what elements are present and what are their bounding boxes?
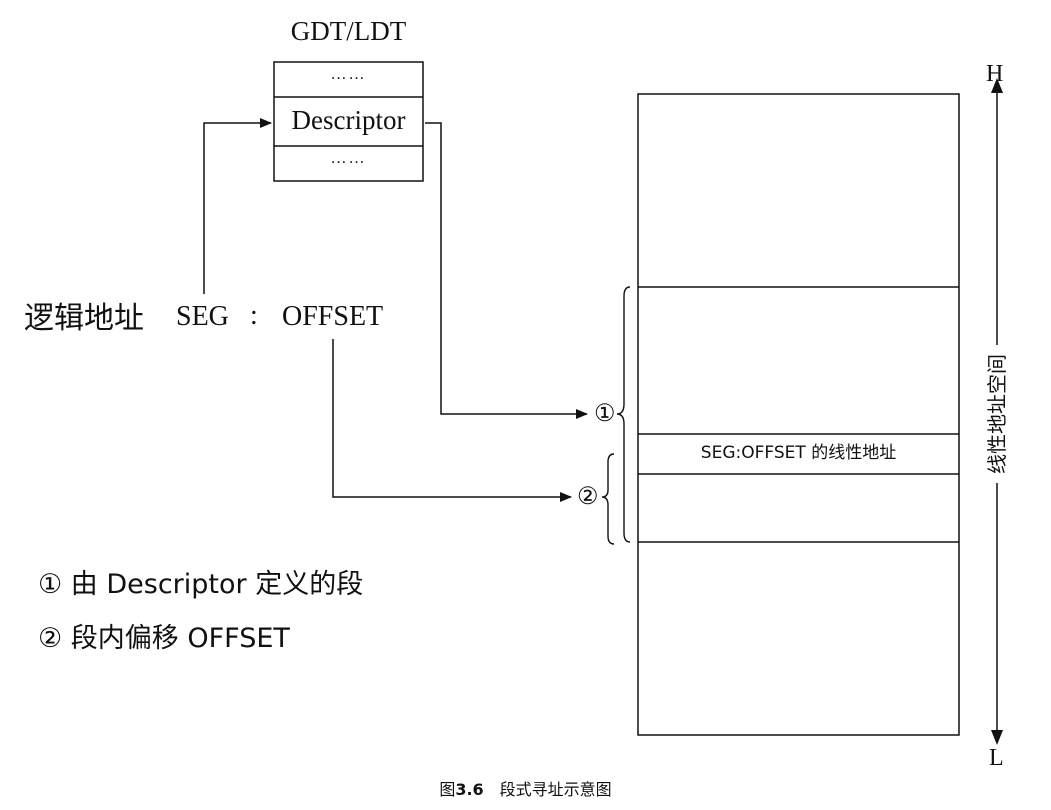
gdt-ldt-table [273, 61, 424, 182]
legend-item-segment: ① 由 Descriptor 定义的段 [38, 569, 364, 600]
logical-address-offset: OFFSET [282, 301, 384, 332]
memory-outer-box [637, 93, 960, 736]
axis-low-label: L [989, 745, 1004, 771]
brace-segment [616, 286, 631, 543]
gdt-row-dots-top: …… [330, 66, 367, 83]
caption-text: 段式寻址示意图 [499, 780, 612, 799]
caption-number: 3.6 [455, 780, 484, 799]
logical-address-label: 逻辑地址 [24, 301, 144, 336]
caption-prefix: 图 [439, 780, 456, 799]
arrow-offset-to-target [332, 339, 572, 502]
brace-offset [601, 453, 615, 545]
gdt-row-dots-bottom: …… [330, 150, 367, 167]
axis-arrow-down-icon [991, 730, 1003, 745]
legend-item-offset: ② 段内偏移 OFFSET [38, 623, 290, 654]
axis-space-label: 线性地址空间 [985, 354, 1009, 474]
linear-address-highlight: SEG:OFFSET 的线性地址 [700, 443, 897, 463]
marker-two: ② [577, 484, 599, 510]
logical-address-colon: : [250, 300, 258, 331]
address-axis [991, 78, 1003, 745]
figure-caption: 图3.6 段式寻址示意图 [0, 782, 1051, 798]
logical-address-seg: SEG [176, 301, 229, 332]
axis-arrow-up-icon [991, 78, 1003, 93]
gdt-ldt-title: GDT/LDT [290, 16, 407, 46]
linear-memory-column [637, 93, 960, 736]
arrow-seg-to-descriptor [203, 118, 272, 294]
axis-high-label: H [986, 61, 1004, 87]
arrow-descriptor-to-segment [425, 122, 588, 419]
gdt-table-border [273, 61, 424, 182]
marker-one: ① [594, 401, 616, 427]
gdt-row-descriptor: Descriptor [291, 105, 406, 135]
